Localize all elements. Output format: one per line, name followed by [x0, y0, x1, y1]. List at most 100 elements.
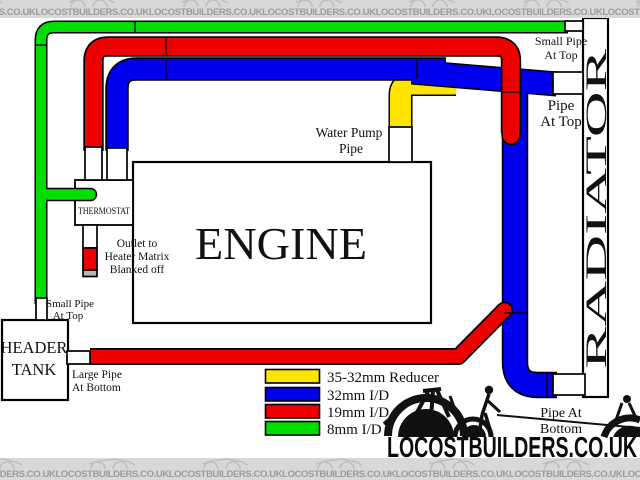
- water-pump-line1: Water Pump: [316, 125, 383, 140]
- tank-small-pipe-line2: At Top: [53, 310, 84, 322]
- watermark-item: LOCOSTBUILDERS.CO.UK: [0, 458, 56, 480]
- heater-outlet-blank-cap: [82, 269, 98, 278]
- watermark-text: LOCOSTBUILDERS.CO.UK: [168, 469, 283, 480]
- component-boxes: [0, 16, 610, 402]
- watermark-text: LOCOSTBUILDERS.CO.UK: [35, 7, 149, 18]
- car-outline-icon: [542, 458, 589, 470]
- bottom-red-pipe-end: [495, 303, 512, 319]
- watermark-text: LOCOSTBUILDERS.CO.UK: [602, 7, 640, 18]
- legend-label-8mm: 8mm I/D: [327, 422, 382, 438]
- watermark-item: LOCOSTBUILDERS.CO.UK: [396, 458, 509, 480]
- header-tank-line2: TANK: [12, 360, 57, 379]
- header-tank-pipe: [36, 22, 568, 304]
- watermark-text: LOCOSTBUILDERS.CO.UK: [0, 469, 56, 480]
- heater-outlet-line2: Heater Matrix: [105, 251, 170, 263]
- watermark-text: LOCOSTBUILDERS.CO.UK: [0, 7, 36, 18]
- watermark-bottom-band: LOCOSTBUILDERS.CO.UK LOCOSTBUILDERS.CO.U…: [0, 458, 640, 480]
- watermark-row: LOCOSTBUILDERS.CO.UK LOCOSTBUILDERS.CO.U…: [0, 458, 640, 480]
- rad-small-pipe-line1: Small Pipe: [535, 34, 587, 48]
- watermark-row: LOCOSTBUILDERS.CO.UK LOCOSTBUILDERS.CO.U…: [0, 0, 640, 18]
- heater-outlet-label: Outlet to Heater Matrix Blanked off: [105, 238, 170, 276]
- tank-right-stub: [66, 350, 91, 365]
- watermark-item: LOCOSTBUILDERS.CO.UK: [509, 458, 623, 480]
- car-outline-icon: [69, 0, 116, 8]
- logo-ground-line: [496, 414, 640, 429]
- legend-swatch-8mm: [264, 420, 321, 436]
- radiator-top-stub: [552, 71, 584, 95]
- legend-swatch-19mm: [264, 403, 321, 419]
- rad-small-pipe-label: Small Pipe At Top: [535, 34, 587, 62]
- watermark-text: LOCOSTBUILDERS.CO.UK: [622, 469, 640, 480]
- thermostat-blue-stub: [106, 147, 128, 181]
- watermark-text: LOCOSTBUILDERS.CO.UK: [262, 7, 376, 18]
- tank-large-pipe-line1: Large Pipe: [72, 369, 122, 381]
- water-pump-stub: [388, 126, 413, 163]
- car-outline-icon: [202, 458, 249, 470]
- thermostat-top-hose: [107, 59, 446, 151]
- bottom-red-pipe: [90, 304, 510, 364]
- header-tank-line1: HEADER: [1, 338, 68, 357]
- watermark-item: LOCOSTBUILDERS.CO.UK: [282, 458, 396, 480]
- radiator-bottom-hose: [503, 76, 557, 397]
- pipe-19mm-red: [83, 36, 522, 365]
- watermark-item: LOCOSTBUILDERS.CO.UK: [262, 0, 376, 18]
- car-outline-icon: [409, 0, 456, 8]
- watermark-text: LOCOSTBUILDERS.CO.UK: [282, 469, 396, 480]
- watermark-text: LOCOSTBUILDERS.CO.UK: [488, 7, 603, 18]
- pipe-32mm-blue: [105, 57, 559, 399]
- rad-bottom-pipe-line2: Bottom: [540, 422, 582, 437]
- radiator-bottom-stub: [552, 373, 586, 396]
- tank-small-pipe-label: Small Pipe At Top: [46, 298, 94, 322]
- heater-outlet-line1: Outlet to: [117, 238, 158, 250]
- legend-labels: 35-32mm Reducer 32mm I/D 19mm I/D 8mm I/…: [327, 370, 439, 438]
- car-outline-icon: [182, 0, 229, 8]
- rad-top-pipe-line1: Pipe: [548, 98, 575, 114]
- car-outline-icon: [522, 0, 569, 8]
- car-outline-icon: [315, 458, 362, 470]
- watermark-item: LOCOSTBUILDERS.CO.UK: [148, 0, 263, 18]
- tank-large-pipe-label: Large Pipe At Bottom: [72, 369, 122, 394]
- watermark-item: LOCOSTBUILDERS.CO.UK: [622, 458, 640, 480]
- car-outline-icon: [429, 458, 476, 470]
- rad-bottom-pipe-label: Pipe At Bottom: [540, 406, 582, 437]
- legend-swatch-32mm: [264, 386, 321, 402]
- watermark-item: LOCOSTBUILDERS.CO.UK: [602, 0, 640, 18]
- header-tank-label: HEADER TANK: [1, 338, 68, 379]
- logo-car-left-icon: [382, 387, 494, 438]
- thermostat-red-stub: [84, 146, 103, 181]
- logo: LOCOSTBUILDERS.CO.UK: [382, 385, 640, 464]
- connector-stubs: [35, 20, 586, 396]
- header-tank-box: [0, 318, 70, 402]
- heater-outlet-blank: [82, 247, 98, 278]
- rad-top-pipe-label: Pipe At Top: [540, 98, 582, 130]
- legend-label-19mm: 19mm I/D: [327, 405, 389, 421]
- legend: 35-32mm Reducer 32mm I/D 19mm I/D 8mm I/…: [264, 368, 439, 438]
- rad-bottom-pipe-line1: Pipe At: [540, 406, 582, 421]
- engine-box: [131, 160, 433, 325]
- watermark-item: LOCOSTBUILDERS.CO.UK: [488, 0, 603, 18]
- watermark-text: LOCOSTBUILDERS.CO.UK: [148, 7, 263, 18]
- watermark-text: LOCOSTBUILDERS.CO.UK: [55, 469, 169, 480]
- water-pump-pipe-label: Water Pump Pipe: [316, 125, 383, 156]
- watermark-text: LOCOSTBUILDERS.CO.UK: [395, 469, 510, 480]
- rad-top-pipe-line2: At Top: [540, 114, 582, 130]
- logo-driver-icon: [477, 385, 502, 437]
- thermostat-box: [74, 179, 134, 226]
- legend-label-32mm: 32mm I/D: [327, 388, 389, 404]
- watermark-item: LOCOSTBUILDERS.CO.UK: [168, 458, 283, 480]
- radiator-small-top-stub: [564, 20, 584, 32]
- car-outline-icon: [295, 0, 342, 8]
- watermark-item: LOCOSTBUILDERS.CO.UK: [376, 0, 489, 18]
- tank-large-pipe-line2: At Bottom: [72, 382, 121, 394]
- car-outline-icon: [89, 458, 136, 470]
- watermark-item: LOCOSTBUILDERS.CO.UK: [0, 0, 36, 18]
- radiator-box: [581, 16, 610, 399]
- watermark-item: LOCOSTBUILDERS.CO.UK: [55, 458, 169, 480]
- water-pump-line2: Pipe: [339, 141, 363, 156]
- top-red-pipe: [85, 38, 520, 151]
- engine-label: ENGINE: [195, 218, 367, 269]
- tank-top-stub: [35, 297, 48, 321]
- watermark-text: LOCOSTBUILDERS.CO.UK: [375, 7, 490, 18]
